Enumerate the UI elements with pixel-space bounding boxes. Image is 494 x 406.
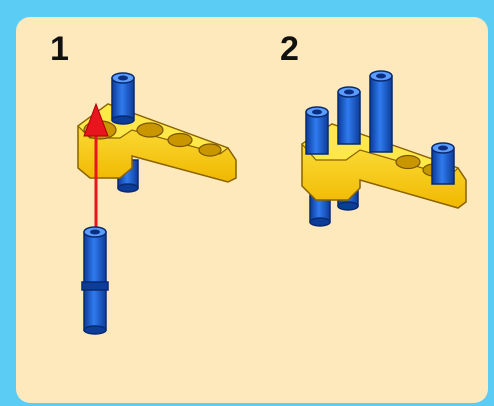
- insert-arrow-icon: [83, 102, 109, 236]
- pin-on-top-icon: [111, 72, 135, 125]
- yellow-beam-icon: [77, 103, 237, 183]
- step-1-illustration: [77, 72, 237, 335]
- pins-on-top-icon: [305, 70, 455, 185]
- step-number-1: 1: [50, 30, 69, 68]
- step-number-2: 2: [280, 30, 299, 68]
- loose-pin-icon: [81, 226, 109, 335]
- step-2-illustration: [301, 70, 467, 227]
